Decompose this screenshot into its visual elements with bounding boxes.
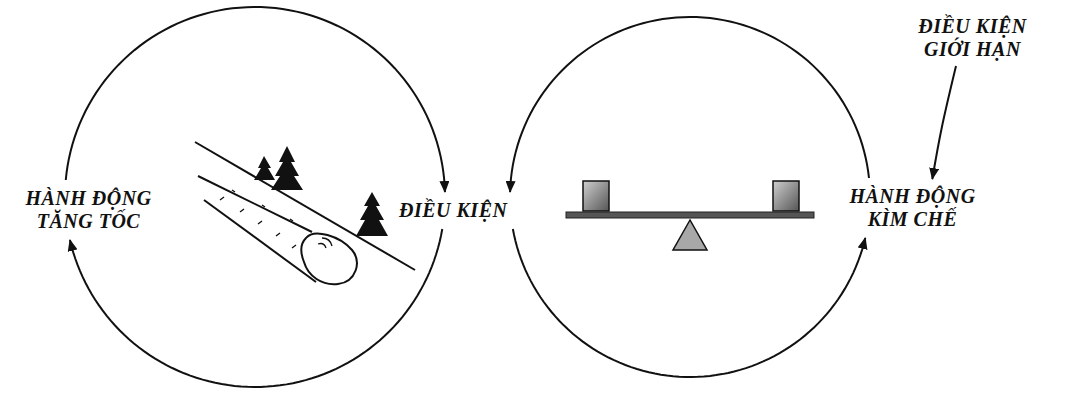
label-text: HÀNH ĐỘNG KÌM CHẾ xyxy=(833,185,992,231)
label-text: ĐIỀU KIỆN GIỚI HẠN xyxy=(893,15,1052,61)
weight-box xyxy=(773,181,799,211)
loop-label: ĐIỀU KIỆN GIỚI HẠN xyxy=(890,14,1055,62)
loop-label: ĐIỀU KIỆN xyxy=(396,198,510,223)
label-text: HÀNH ĐỘNG TĂNG TỐC xyxy=(9,187,168,233)
pine-tree xyxy=(254,156,275,180)
snowball-motion xyxy=(318,238,332,248)
seesaw-fulcrum xyxy=(673,220,707,250)
seesaw-plank xyxy=(566,212,814,218)
seesaw-illustration xyxy=(566,181,814,250)
snowball-illustration xyxy=(195,142,415,284)
loop-arrow xyxy=(66,7,445,192)
loop-arrow xyxy=(932,66,956,179)
snow-marks xyxy=(220,190,296,248)
pine-tree xyxy=(356,192,388,236)
label-text: ĐIỀU KIỆN xyxy=(399,199,507,222)
loop-label: HÀNH ĐỘNG TĂNG TỐC xyxy=(6,186,171,234)
loop-arrow xyxy=(513,229,865,377)
loop-arrow xyxy=(70,229,442,387)
loop-label: HÀNH ĐỘNG KÌM CHẾ xyxy=(830,184,995,232)
snow-trail-edge xyxy=(204,200,316,282)
pine-tree xyxy=(271,146,303,190)
snowball xyxy=(301,234,357,285)
weight-box xyxy=(583,181,609,211)
loop-arrow xyxy=(510,17,869,192)
